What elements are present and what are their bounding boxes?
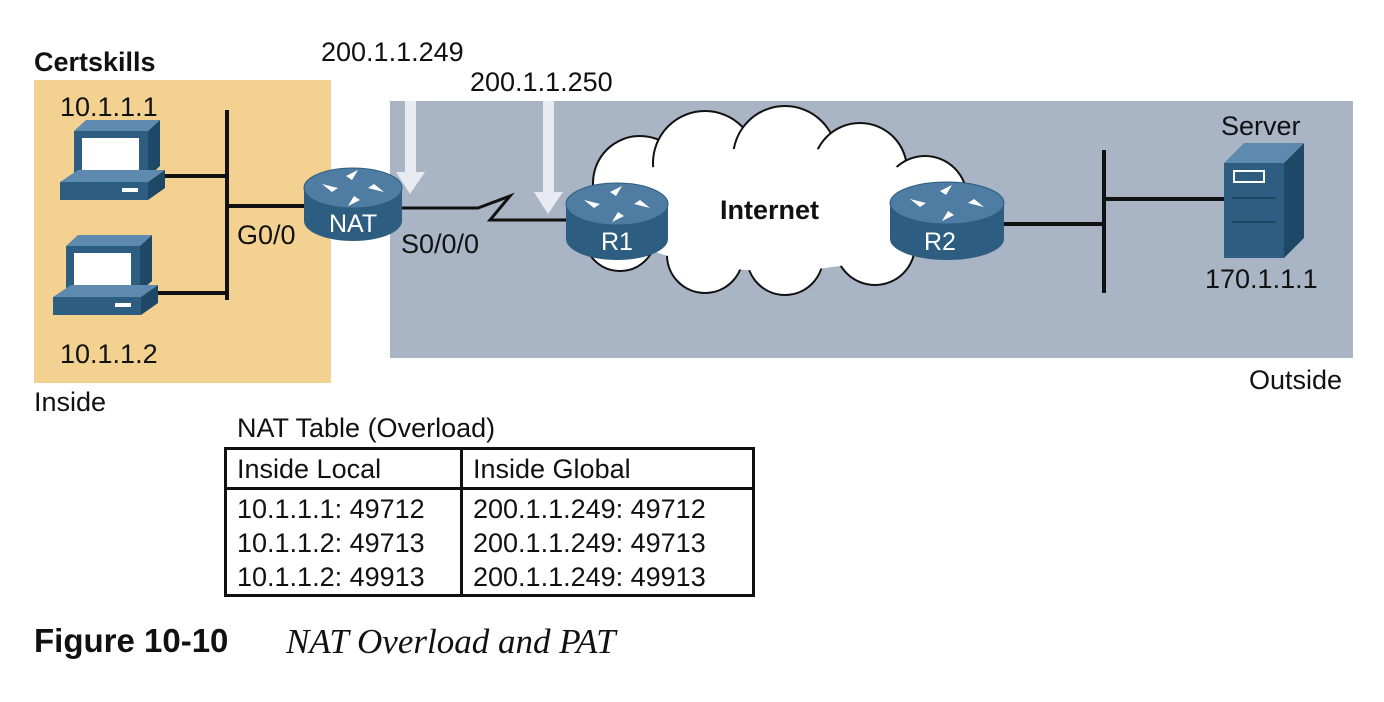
s0-0-0-interface-label: S0/0/0 — [401, 229, 480, 259]
inside-local-cell: 10.1.1.1: 49712 — [225, 488, 463, 526]
ip-250-label: 200.1.1.250 — [470, 67, 613, 97]
table-row: 10.1.1.2: 49713 200.1.1.249: 49713 — [225, 526, 754, 560]
router-icon — [889, 181, 1005, 260]
down-arrow-icon — [534, 101, 563, 214]
table-row: 10.1.1.1: 49712 200.1.1.249: 49712 — [225, 488, 754, 526]
server-ip-label: 170.1.1.1 — [1205, 264, 1318, 294]
down-arrow-icon — [396, 101, 425, 194]
table-header-row: Inside Local Inside Global — [225, 448, 754, 490]
inside-lan-links — [155, 110, 305, 300]
company-label: Certskills — [34, 47, 156, 77]
outside-label: Outside — [1249, 365, 1343, 395]
outside-lan-links — [1004, 150, 1224, 293]
table-row: 10.1.1.2: 49913 200.1.1.249: 49913 — [225, 560, 754, 596]
inside-local-cell: 10.1.1.2: 49713 — [225, 526, 463, 560]
r2-router-label: R2 — [924, 228, 956, 256]
g0-0-interface-label: G0/0 — [237, 220, 296, 250]
inside-label: Inside — [34, 387, 107, 417]
pc2-ip-label: 10.1.1.2 — [60, 339, 158, 369]
server-tower-icon — [1224, 143, 1304, 258]
router-icon — [565, 182, 669, 260]
server-label: Server — [1221, 111, 1301, 141]
pc1-ip-label: 10.1.1.1 — [60, 92, 158, 122]
figure-title: NAT Overload and PAT — [286, 622, 616, 661]
inside-global-cell: 200.1.1.249: 49913 — [473, 562, 706, 592]
inside-global-cell: 200.1.1.249: 49712 — [473, 494, 706, 524]
desktop-pc-icon — [60, 120, 165, 200]
r1-router-label: R1 — [601, 228, 633, 256]
column-header-inside-global: Inside Global — [461, 448, 754, 490]
desktop-pc-icon — [53, 235, 158, 315]
figure-number: Figure 10-10 — [34, 622, 229, 659]
column-header-inside-local: Inside Local — [225, 448, 463, 490]
router-icon — [303, 167, 403, 241]
inside-global-cell: 200.1.1.249: 49713 — [473, 528, 706, 558]
nat-router-label: NAT — [329, 210, 378, 238]
nat-table: Inside Local Inside Global 10.1.1.1: 497… — [224, 447, 755, 597]
inside-local-cell: 10.1.1.2: 49913 — [225, 560, 463, 596]
serial-link — [402, 192, 568, 222]
internet-label: Internet — [720, 195, 820, 225]
nat-table-title: NAT Table (Overload) — [237, 413, 496, 443]
ip-249-label: 200.1.1.249 — [321, 37, 464, 67]
